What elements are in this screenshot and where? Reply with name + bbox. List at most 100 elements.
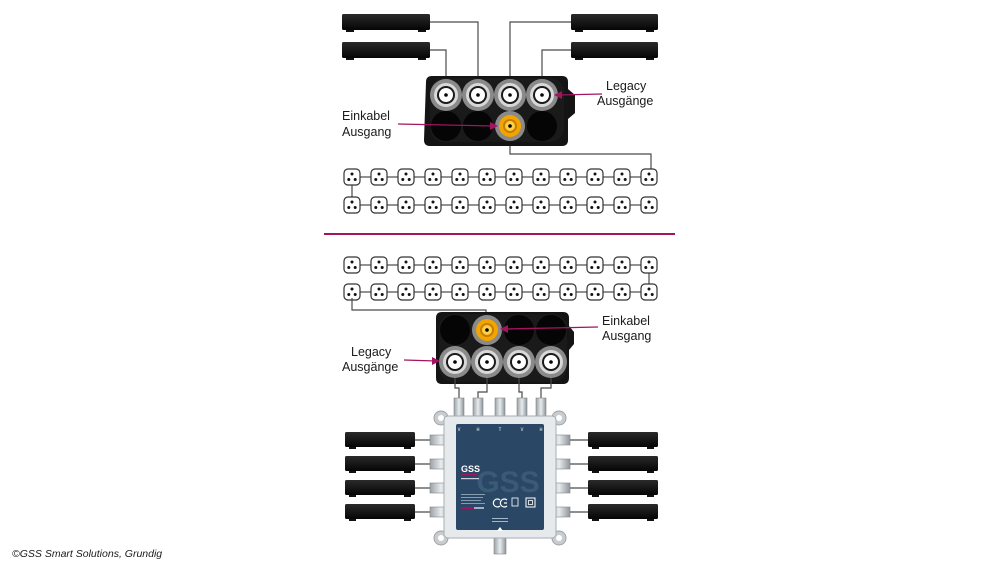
bottom-empty-port-2	[504, 315, 534, 345]
copyright-notice: ©GSS Smart Solutions, Grundig	[12, 548, 163, 560]
port-label-t: T	[498, 427, 502, 432]
top-outlet-r1-12	[640, 168, 658, 186]
top-einkabel-callout: Einkabel Ausgang	[342, 109, 498, 139]
receiver-left-3	[345, 480, 415, 497]
top-outlet-r2-10	[586, 196, 604, 214]
bottom-outlet-r2-12	[640, 283, 658, 301]
top-outlet-r1-1	[343, 168, 361, 186]
bottom-outlet-r1-7	[505, 256, 523, 274]
port-label-h2: H	[539, 427, 542, 432]
top-legacy-port-1	[430, 79, 462, 111]
top-outlet-r1-3	[397, 168, 415, 186]
bottom-outlet-r1-8	[532, 256, 550, 274]
bottom-outlet-r1-3	[397, 256, 415, 274]
top-outlet-r2-3	[397, 196, 415, 214]
receiver-left-4	[345, 504, 415, 521]
top-empty-port-3	[527, 111, 557, 141]
port-label-h1: H	[476, 427, 479, 432]
top-empty-port-1	[431, 111, 461, 141]
bottom-einkabel-port	[472, 315, 502, 345]
receiver-right-2	[588, 456, 658, 473]
receiver-cables	[414, 439, 590, 513]
bottom-outlet-r1-1	[343, 256, 361, 274]
bottom-outlet-r1-2	[370, 256, 388, 274]
multiswitch-port-labels: V H T V H	[458, 427, 543, 432]
bottom-outlet-r2-6	[478, 283, 496, 301]
bottom-einkabel-label-2: Ausgang	[602, 329, 651, 343]
top-outlet-r1-2	[370, 168, 388, 186]
certification-icons	[492, 497, 536, 508]
bottom-outlet-r2-2	[370, 283, 388, 301]
top-outlet-r2-7	[505, 196, 523, 214]
bottom-legacy-port-1	[439, 346, 471, 378]
top-outlet-r1-9	[559, 168, 577, 186]
bottom-outlet-r1-5	[451, 256, 469, 274]
bottom-legacy-port-4	[535, 346, 567, 378]
receiver-top-right-1	[571, 14, 658, 32]
bottom-einkabel-label-1: Einkabel	[602, 314, 650, 328]
multiswitch-watermark: GSS	[476, 466, 539, 499]
bottom-outlet-r2-10	[586, 283, 604, 301]
bottom-outlet-r2-1	[343, 283, 361, 301]
receiver-right-4	[588, 504, 658, 521]
top-einkabel-label-1: Einkabel	[342, 109, 390, 123]
bottom-legacy-callout: Legacy Ausgänge	[342, 345, 440, 374]
top-legacy-port-4	[526, 79, 558, 111]
top-outlet-r2-11	[613, 196, 631, 214]
bottom-outlet-r2-8	[532, 283, 550, 301]
bottom-empty-port-3	[536, 315, 566, 345]
receiver-top-left-1	[342, 14, 430, 32]
top-outlet-r1-8	[532, 168, 550, 186]
receiver-left-1	[345, 432, 415, 449]
port-label-v2: V	[521, 427, 524, 432]
top-outlet-r2-5	[451, 196, 469, 214]
top-outlet-r2-4	[424, 196, 442, 214]
bottom-outlet-r2-4	[424, 283, 442, 301]
top-einkabel-label-2: Ausgang	[342, 125, 391, 139]
top-outlet-r1-6	[478, 168, 496, 186]
top-outlet-r2-2	[370, 196, 388, 214]
bottom-outlet-r1-10	[586, 256, 604, 274]
port-label-v1: V	[458, 427, 461, 432]
top-outlet-r1-5	[451, 168, 469, 186]
bottom-outlet-r1-4	[424, 256, 442, 274]
top-outlet-r1-4	[424, 168, 442, 186]
bottom-outlet-r2-5	[451, 283, 469, 301]
top-outlet-r2-9	[559, 196, 577, 214]
bottom-einkabel-callout: Einkabel Ausgang	[500, 314, 651, 343]
top-receivers	[342, 14, 658, 60]
top-outlet-r1-10	[586, 168, 604, 186]
bottom-outlet-r1-6	[478, 256, 496, 274]
bottom-legacy-port-3	[503, 346, 535, 378]
top-outlet-r2-6	[478, 196, 496, 214]
bottom-legacy-cables	[454, 378, 552, 400]
top-legacy-label-1: Legacy	[606, 79, 647, 93]
bottom-outlet-r1-9	[559, 256, 577, 274]
top-einkabel-port	[495, 111, 525, 141]
bottom-legacy-port-2	[471, 346, 503, 378]
multiswitch: GSS V H T V H GSS	[429, 397, 571, 555]
top-outlet-chain	[343, 168, 658, 214]
top-connector-block	[424, 76, 575, 146]
receiver-top-left-2	[342, 42, 430, 60]
receiver-left-2	[345, 456, 415, 473]
bottom-outlet-r1-11	[613, 256, 631, 274]
top-legacy-callout: Legacy Ausgänge	[554, 79, 653, 108]
bottom-outlet-r1-12	[640, 256, 658, 274]
bottom-connector-block	[436, 312, 574, 384]
bottom-outlet-r2-3	[397, 283, 415, 301]
top-legacy-port-3	[494, 79, 526, 111]
bottom-receivers	[345, 432, 658, 521]
bottom-outlet-r2-11	[613, 283, 631, 301]
top-outlet-r2-8	[532, 196, 550, 214]
receiver-right-1	[588, 432, 658, 449]
top-outlet-r2-1	[343, 196, 361, 214]
bottom-outlet-r2-7	[505, 283, 523, 301]
bottom-legacy-label-1: Legacy	[351, 345, 392, 359]
receiver-right-3	[588, 480, 658, 497]
bottom-legacy-label-2: Ausgänge	[342, 360, 398, 374]
brand-underline	[461, 474, 477, 476]
top-legacy-label-2: Ausgänge	[597, 94, 653, 108]
